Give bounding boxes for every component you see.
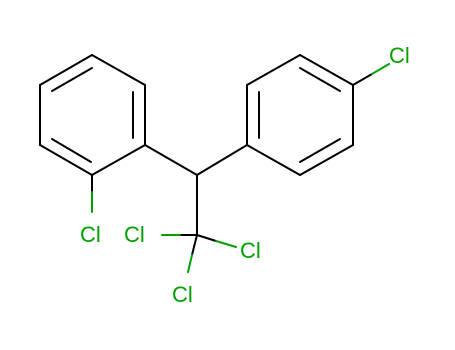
atom-cl-ccl3-bottom: Cl <box>172 282 193 307</box>
double-bond-r1 <box>299 67 341 92</box>
bond-l1 <box>39 54 93 86</box>
bond-ccl3-bottom-c <box>191 234 198 256</box>
bond-r5 <box>246 144 301 176</box>
bond-para-cl-c <box>352 73 373 86</box>
bond-l5 <box>39 144 93 176</box>
double-bond-r3 <box>299 138 341 163</box>
bond-l2 <box>91 54 146 86</box>
central-bonds <box>144 144 248 236</box>
double-bond-l1 <box>51 67 93 92</box>
bond-r2 <box>299 54 354 86</box>
right-benzene-ring <box>246 54 354 176</box>
bond-para-cl-cl <box>371 63 390 75</box>
bond-ccl3-right-c <box>196 234 217 242</box>
atom-labels: Cl Cl Cl Cl Cl <box>80 43 410 307</box>
double-bond-l3 <box>51 138 92 163</box>
bond-ccl3-bottom-cl <box>187 254 193 273</box>
bond-left-ring-to-ch <box>144 144 198 176</box>
bond-ccl3-right-cl <box>215 240 237 248</box>
bond-l4 <box>91 144 146 176</box>
atom-cl-ccl3-right: Cl <box>240 238 261 263</box>
bond-r1 <box>246 54 301 86</box>
left-benzene-ring <box>39 54 146 176</box>
bond-r4 <box>299 144 354 176</box>
atom-cl-ccl3-left: Cl <box>124 222 145 247</box>
bond-ch-to-right-ring <box>196 144 248 176</box>
atom-cl-ortho: Cl <box>80 222 101 247</box>
c-cl-bonds <box>91 63 390 273</box>
atom-cl-para: Cl <box>389 43 410 68</box>
